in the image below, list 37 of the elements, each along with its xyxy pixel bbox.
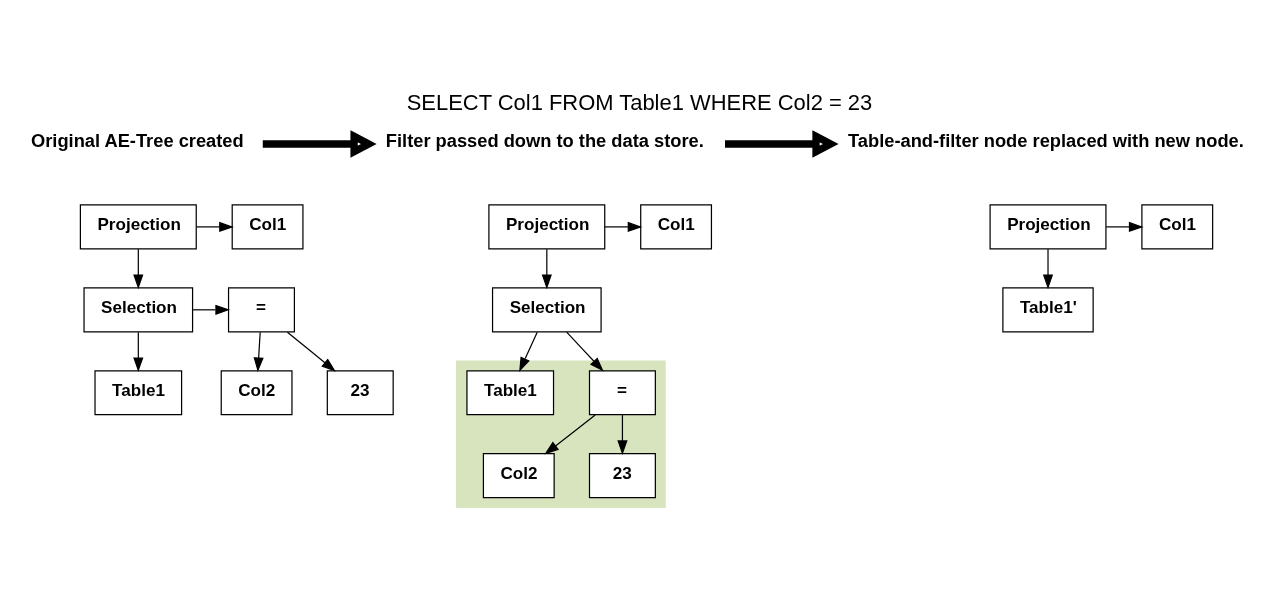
node-box: 23	[588, 453, 656, 499]
node-box: Projection	[989, 204, 1107, 250]
node-box: =	[227, 287, 295, 333]
cluster	[455, 360, 666, 508]
arrow	[604, 221, 643, 232]
node-box: Col1	[231, 204, 304, 250]
arrow	[519, 331, 538, 372]
arrow	[617, 414, 628, 455]
node-text: Table-and-filter node replaced with new node.	[848, 130, 1244, 152]
arrow	[262, 130, 377, 158]
node-box: Projection	[488, 204, 606, 250]
node-box: Table1	[94, 370, 183, 416]
arrow	[566, 331, 604, 372]
node-text: Filter passed down to the data store.	[385, 130, 704, 152]
arrow	[195, 221, 234, 233]
arrow	[1105, 221, 1144, 232]
node-box: Table1	[466, 370, 555, 416]
node-box: =	[588, 370, 656, 416]
node-box: Table1'	[1002, 287, 1094, 333]
node-box: Col2	[482, 453, 555, 499]
node-box: Projection	[79, 204, 197, 250]
arrow	[253, 331, 264, 373]
arrow	[544, 414, 596, 455]
arrow	[133, 248, 144, 290]
node-text: Original AE-Tree created	[31, 130, 244, 152]
node-box: Col1	[640, 204, 713, 250]
arrow	[133, 331, 144, 373]
arrow	[1042, 248, 1054, 290]
node-box: 23	[326, 370, 394, 416]
node-box: Selection	[491, 287, 602, 333]
node-box: Selection	[83, 287, 194, 333]
arrow	[541, 248, 552, 290]
arrow	[286, 331, 336, 372]
diagram-title: SELECT Col1 FROM Table1 WHERE Col2 = 23	[406, 90, 873, 116]
node-box: Col1	[1141, 204, 1214, 250]
arrow	[192, 304, 230, 315]
node-box: Col2	[220, 370, 293, 416]
